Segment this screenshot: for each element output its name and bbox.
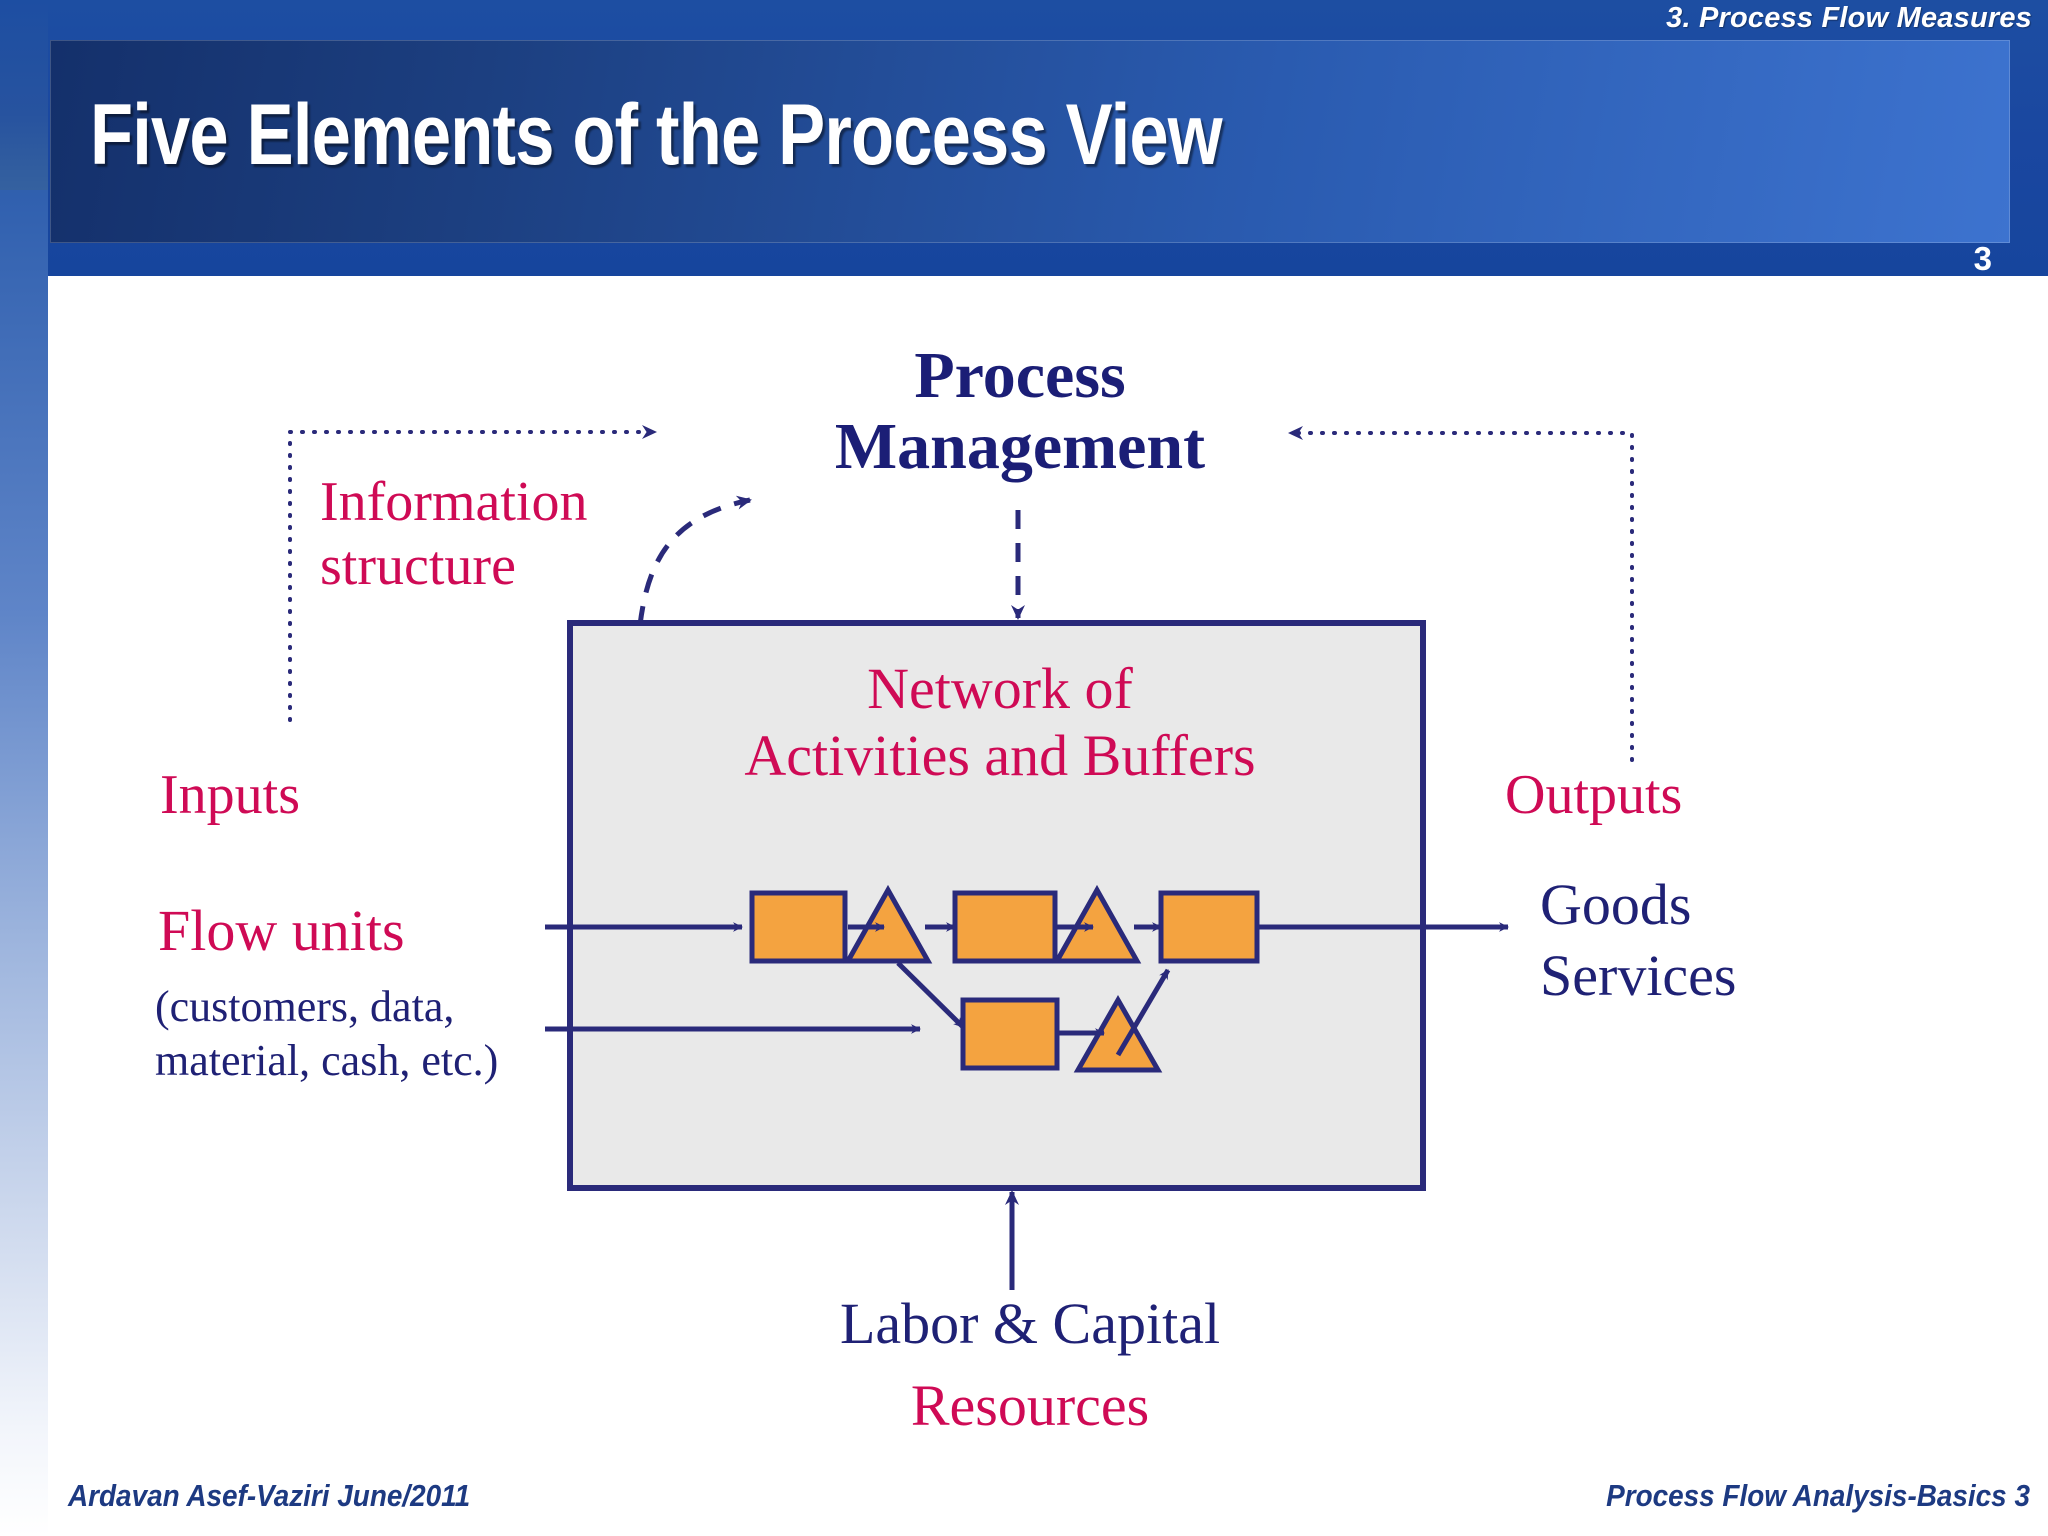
information-structure-label: Information structure	[320, 470, 587, 599]
process-management-line1: Process	[914, 339, 1126, 412]
footer-author: Ardavan Asef-Vaziri June/2011	[68, 1478, 471, 1513]
page-title: Five Elements of the Process View	[90, 87, 1223, 183]
services-label: Services	[1540, 942, 1737, 1008]
process-management-label: Process Management	[770, 340, 1270, 483]
flow-units-label: Flow units	[158, 898, 405, 963]
activity-rect-1	[749, 890, 848, 964]
connector-tri1-rect4-diagonal	[896, 961, 965, 1029]
outputs-label: Outputs	[1505, 764, 1683, 826]
connector-tri3-rect3-diagonal	[1115, 968, 1171, 1057]
footer-deck-title: Process Flow Analysis-Basics 3	[1606, 1478, 2030, 1513]
left-accent-strip-top	[0, 0, 48, 190]
output-feedback-dotted-path	[1288, 426, 1634, 762]
information-structure-line2: structure	[320, 535, 516, 598]
inputs-label: Inputs	[160, 764, 300, 826]
labor-capital-label: Labor & Capital	[839, 1291, 1221, 1356]
network-line2: Activities and Buffers	[744, 723, 1256, 789]
outputs-detail-label: Goods Services	[1540, 870, 1737, 1012]
flow-units-detail-label: (customers, data, material, cash, etc.)	[155, 980, 498, 1087]
activity-rect-3	[1158, 890, 1260, 964]
left-accent-strip	[0, 0, 48, 1536]
information-structure-dotted-path	[288, 425, 657, 722]
information-structure-line1: Information	[320, 471, 588, 533]
title-banner: Five Elements of the Process View	[50, 40, 2010, 243]
resources-label: Resources	[910, 1373, 1150, 1438]
goods-label: Goods	[1540, 872, 1692, 937]
activity-rect-2	[952, 890, 1058, 964]
box-to-management-dashed-arrow	[637, 495, 752, 626]
header-kicker: 3. Process Flow Measures	[1666, 2, 2032, 34]
activity-rect-4	[960, 997, 1060, 1071]
flow-units-detail-line1: (customers, data,	[155, 982, 455, 1031]
page-number-badge: 3	[1973, 240, 1992, 277]
network-label: Network of Activities and Buffers	[640, 655, 1360, 790]
process-management-line2: Management	[834, 410, 1206, 484]
network-line1: Network of	[867, 656, 1133, 721]
flow-units-detail-line2: material, cash, etc.)	[155, 1035, 499, 1085]
